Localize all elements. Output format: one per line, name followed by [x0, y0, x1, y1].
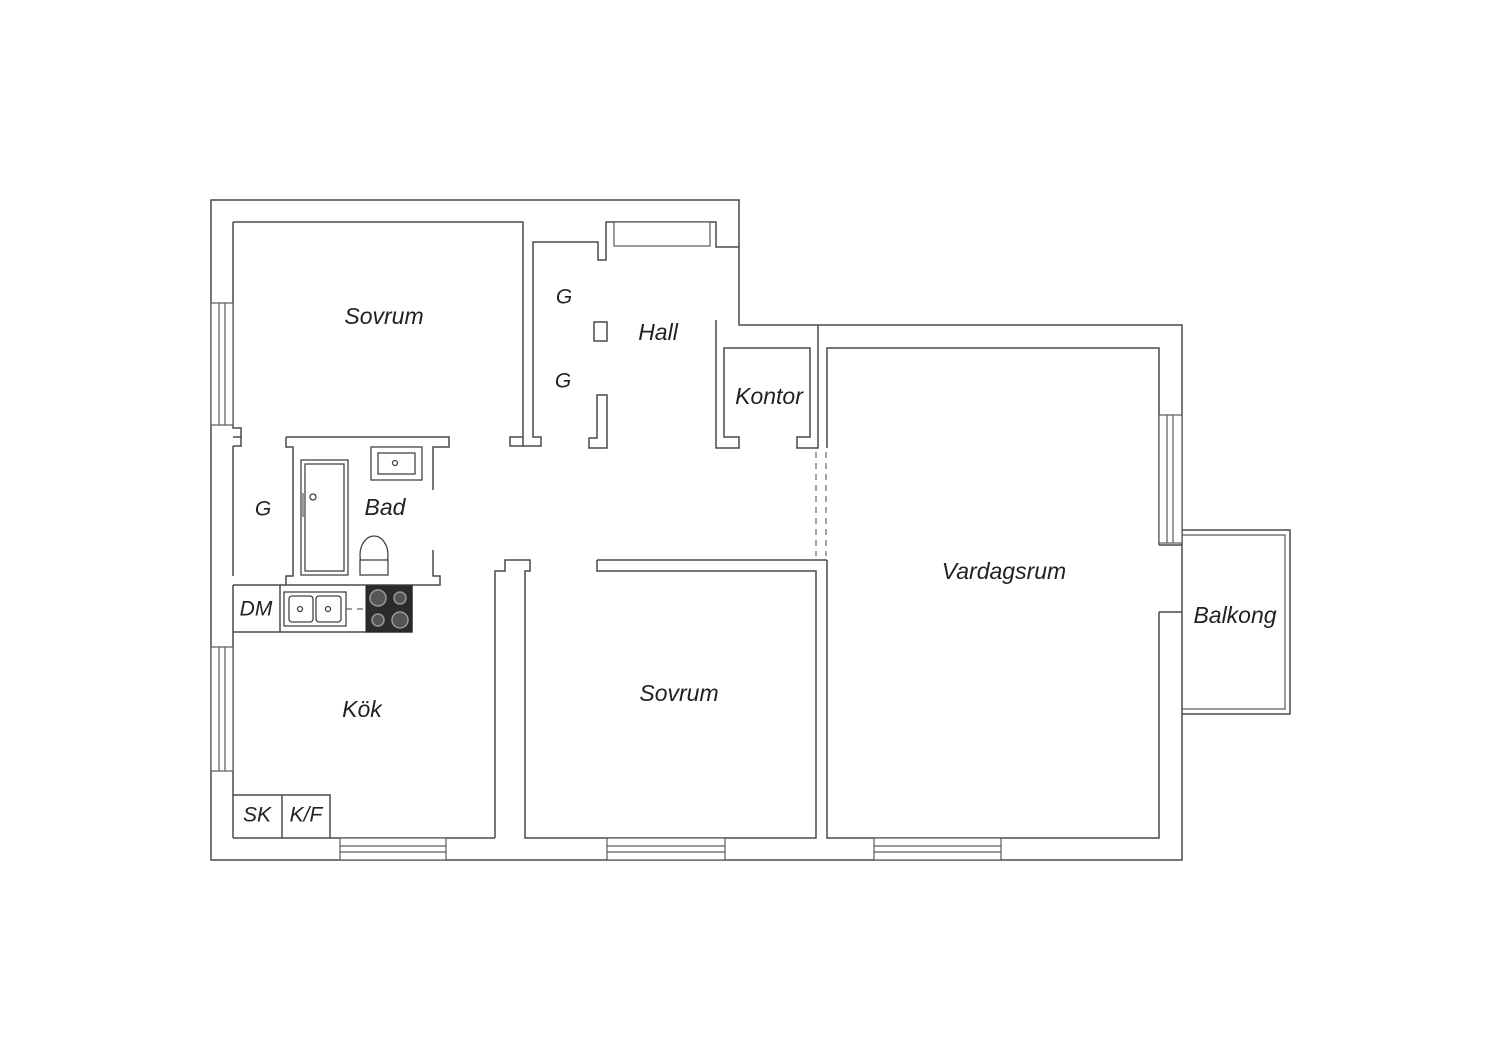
- room-labels: Sovrum Hall Kontor Vardagsrum Balkong Ba…: [240, 286, 1277, 827]
- room-label-vardagsrum: Vardagsrum: [942, 558, 1066, 584]
- appliance-label-kf: K/F: [290, 804, 324, 827]
- window-left-top: [210, 302, 234, 426]
- window-bottom-kitchen: [339, 837, 447, 861]
- bathroom-fixtures: [300, 446, 423, 576]
- outer-walls: [210, 199, 1183, 861]
- room-label-sovrum-bottom: Sovrum: [639, 680, 718, 706]
- room-label-sovrum-top: Sovrum: [344, 303, 423, 329]
- window-right-living: [1158, 414, 1183, 544]
- appliance-label-dm: DM: [240, 598, 273, 621]
- room-label-hall: Hall: [638, 319, 679, 345]
- window-left-bottom: [210, 646, 234, 772]
- window-bottom-bedroom: [606, 837, 726, 861]
- room-label-balkong: Balkong: [1193, 602, 1276, 628]
- closet-label-hall-g1: G: [556, 286, 572, 309]
- kitchen-fixtures: [283, 585, 413, 633]
- appliance-label-sk: SK: [243, 804, 272, 827]
- room-label-bad: Bad: [365, 494, 407, 520]
- windows: [210, 221, 1183, 861]
- balcony: [1182, 529, 1291, 715]
- room-label-kontor: Kontor: [735, 383, 804, 409]
- window-top-hall: [613, 221, 711, 247]
- window-bottom-living: [873, 837, 1002, 861]
- closet-label-hall-g2: G: [555, 370, 571, 393]
- closet-label-side-g: G: [255, 498, 271, 521]
- room-label-kok: Kök: [342, 696, 383, 722]
